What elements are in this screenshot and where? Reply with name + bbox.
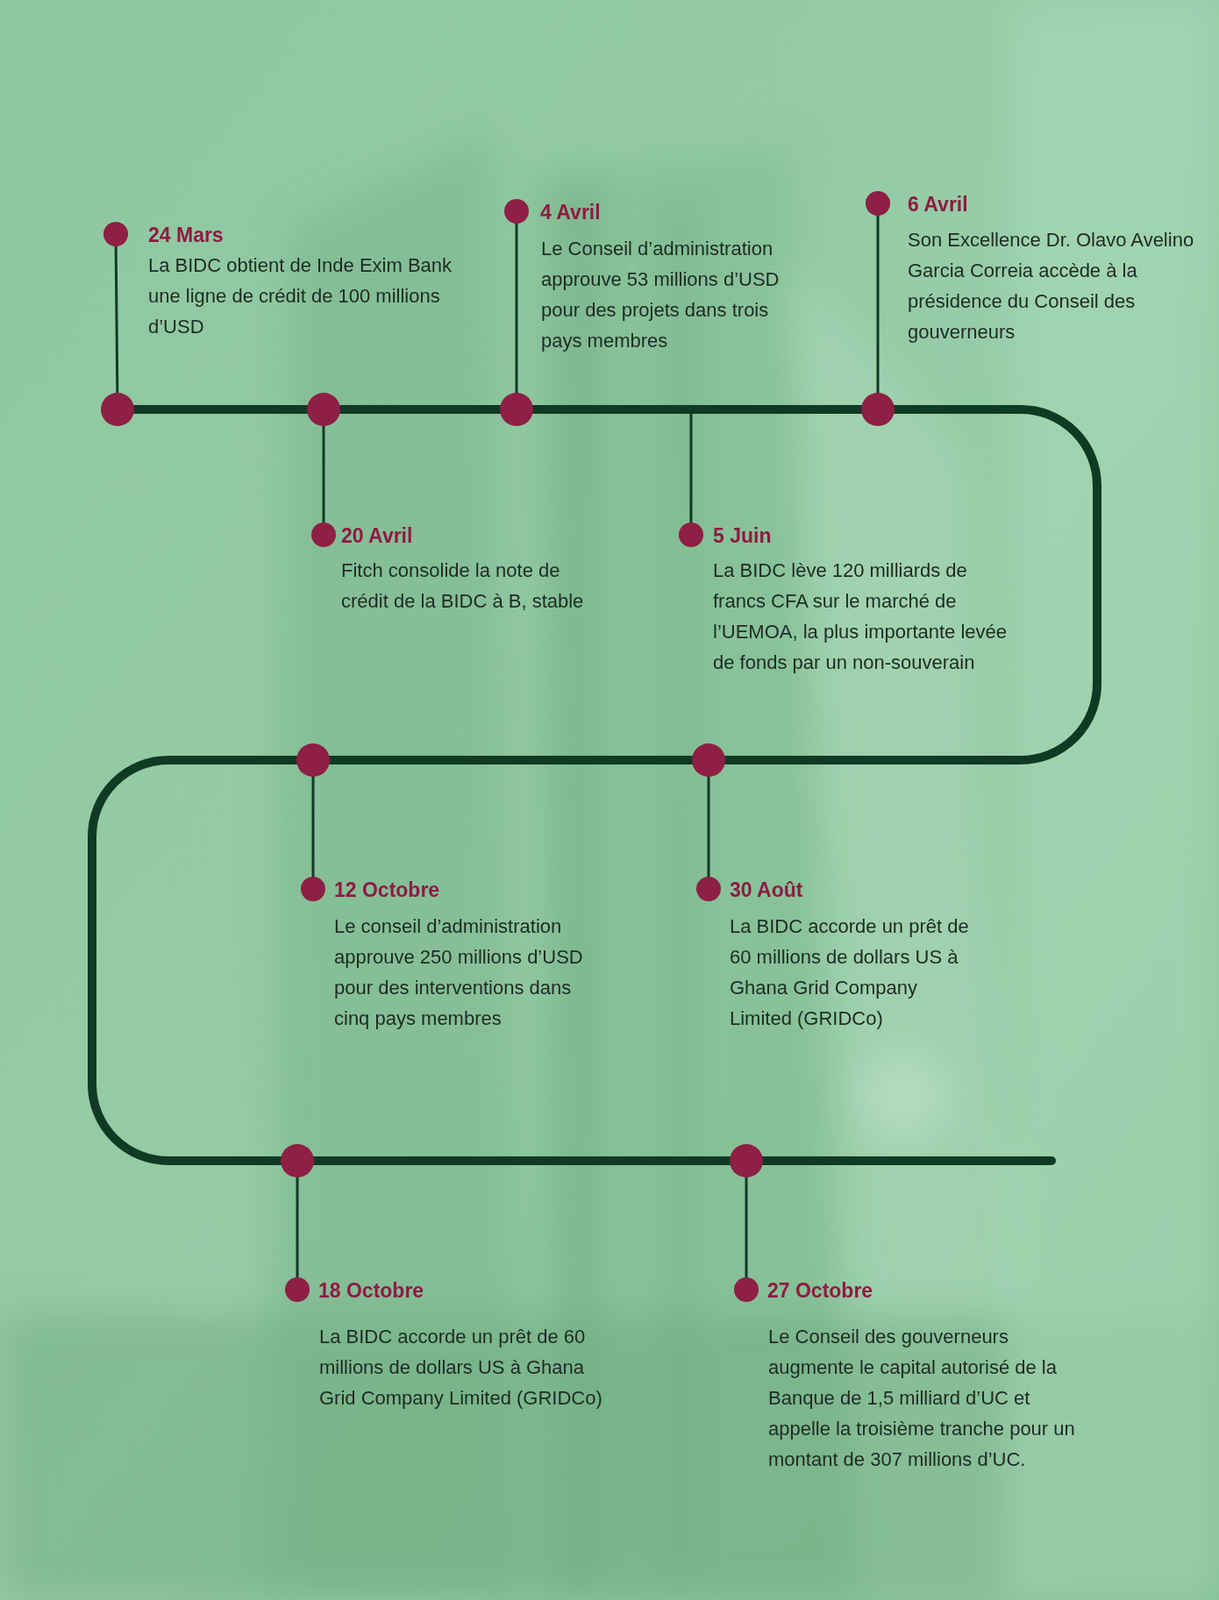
event-description: Fitch consolide la note de crédit de la … — [341, 555, 592, 617]
event-description: Le conseil d’administration approuve 250… — [334, 911, 593, 1034]
event-date: 4 Avril — [540, 199, 601, 225]
timeline-track — [92, 409, 1098, 1162]
event-date: 5 Juin — [712, 523, 771, 549]
event-description: La BIDC lève 120 milliards de francs CFA… — [712, 555, 1016, 678]
event-description: La BIDC accorde un prêt de 60 millions d… — [319, 1321, 622, 1414]
event-description: Son Excellence Dr. Olavo Avelino Garcia … — [907, 224, 1198, 348]
event-date: 24 Mars — [148, 222, 224, 248]
event-date: 20 Avril — [341, 523, 413, 549]
event-description: Le Conseil des gouverneurs augmente le c… — [768, 1321, 1076, 1476]
event-date: 27 Octobre — [767, 1278, 873, 1304]
event-date: 12 Octobre — [334, 877, 440, 903]
event-description: Le Conseil d’administration approuve 53 … — [541, 233, 813, 357]
event-date: 6 Avril — [907, 192, 969, 217]
event-date: 30 Août — [729, 877, 804, 903]
stems — [115, 203, 878, 1291]
event-description: La BIDC obtient de Inde Exim Bank une li… — [148, 249, 456, 343]
event-date: 18 Octobre — [318, 1278, 424, 1304]
event-description: La BIDC accorde un prêt de 60 millions d… — [729, 911, 980, 1034]
dots — [100, 191, 895, 1303]
